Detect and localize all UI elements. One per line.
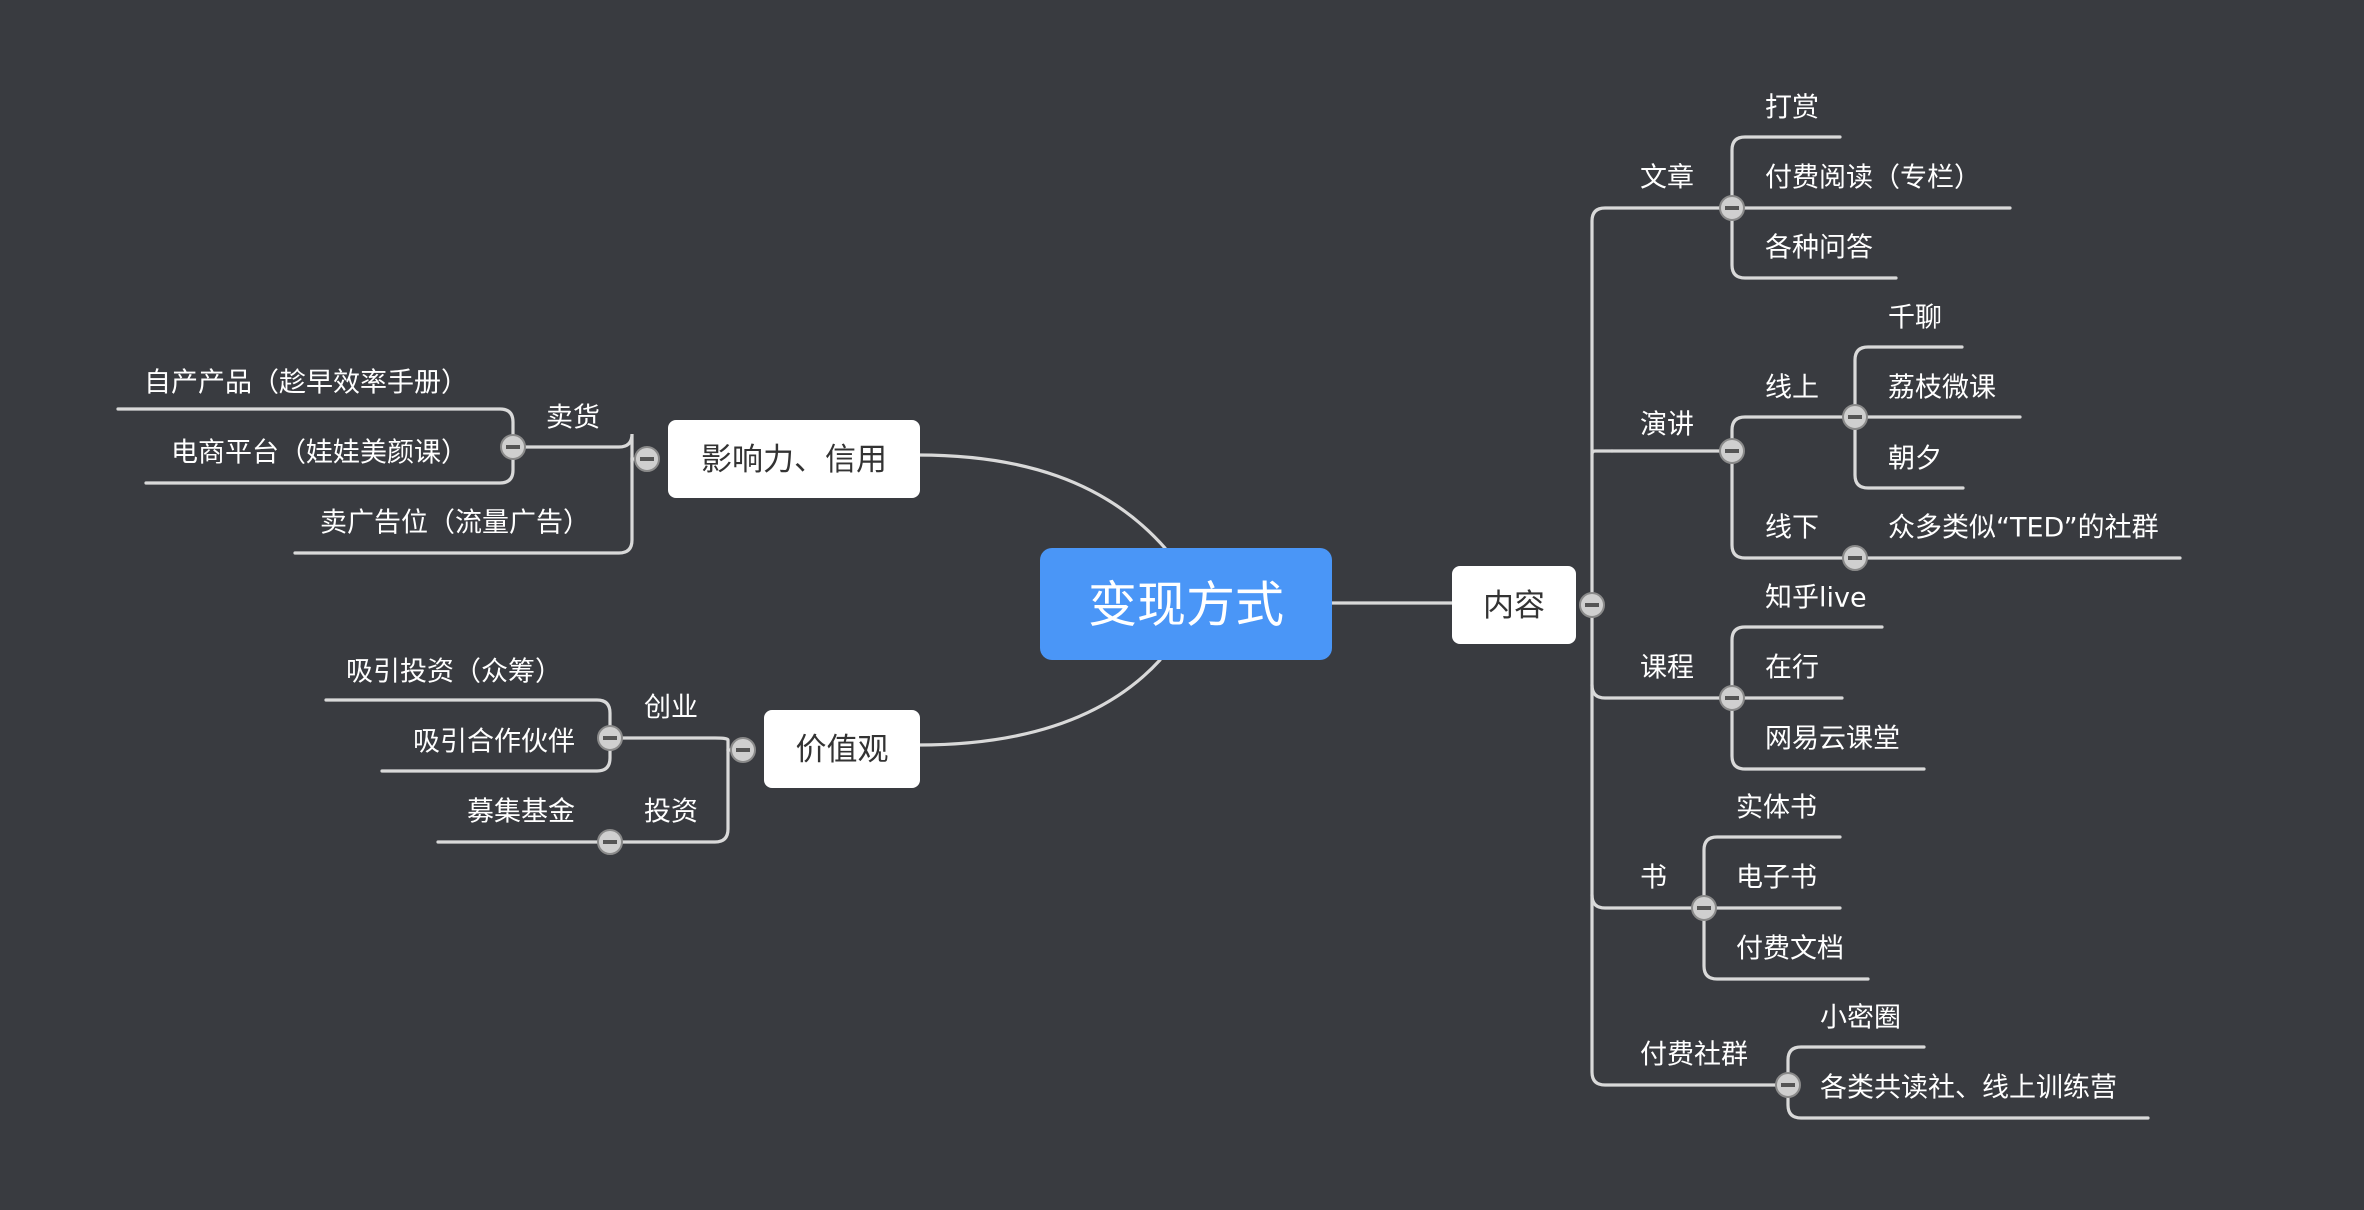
connector-online bbox=[1730, 415, 1857, 453]
central-node[interactable]: 变现方式 bbox=[1040, 548, 1332, 660]
connector-invest bbox=[608, 748, 730, 844]
leaf-ted-community[interactable]: 众多类似“TED”的社群 bbox=[1888, 513, 2159, 544]
leaf-xiaomiquan[interactable]: 小密圈 bbox=[1820, 1003, 1901, 1034]
leaf-lizhi[interactable]: 荔枝微课 bbox=[1888, 373, 1996, 404]
connector-leaf bbox=[1853, 415, 1965, 490]
connector-leaf bbox=[1786, 1083, 2150, 1120]
collapse-icon[interactable] bbox=[1719, 685, 1745, 711]
leaf-zhihu-live[interactable]: 知乎live bbox=[1765, 583, 1867, 614]
leaf-fund-raising[interactable]: 募集基金 bbox=[467, 797, 575, 828]
collapse-icon[interactable] bbox=[1719, 438, 1745, 464]
leaf-qianliao[interactable]: 千聊 bbox=[1888, 303, 1942, 334]
category-article[interactable]: 文章 bbox=[1640, 163, 1694, 194]
leaf-print-book[interactable]: 实体书 bbox=[1736, 793, 1817, 824]
collapse-icon[interactable] bbox=[1691, 895, 1717, 921]
connector-leaf bbox=[1730, 135, 1842, 210]
leaf-tip[interactable]: 打赏 bbox=[1765, 93, 1819, 124]
connector-leaf bbox=[324, 698, 612, 740]
connector-community bbox=[1590, 893, 1790, 1087]
collapse-icon[interactable] bbox=[1579, 592, 1605, 618]
connector-leaf bbox=[1786, 1045, 1926, 1087]
branch-node-label: 影响力、信用 bbox=[701, 442, 887, 478]
collapse-toggles bbox=[500, 195, 1868, 1098]
branch-node-content[interactable]: 内容 bbox=[1452, 566, 1576, 644]
collapse-icon[interactable] bbox=[1842, 545, 1868, 571]
leaf-reading-clubs[interactable]: 各类共读社、线上训练营 bbox=[1820, 1073, 2117, 1104]
connector-leaf bbox=[1730, 625, 1884, 700]
connector-leaf bbox=[1853, 345, 1964, 419]
category-course[interactable]: 课程 bbox=[1640, 653, 1694, 684]
connector-startup bbox=[608, 736, 730, 752]
branch-node-values[interactable]: 价值观 bbox=[764, 710, 920, 788]
central-node-label: 变现方式 bbox=[1088, 577, 1284, 634]
category-ad-space[interactable]: 卖广告位（流量广告） bbox=[320, 508, 590, 539]
collapse-icon[interactable] bbox=[1842, 404, 1868, 430]
leaf-crowdfunding[interactable]: 吸引投资（众筹） bbox=[346, 657, 562, 688]
leaf-paid-reading[interactable]: 付费阅读（专栏） bbox=[1765, 163, 1981, 194]
leaf-partners[interactable]: 吸引合作伙伴 bbox=[413, 727, 575, 758]
branch-node-box bbox=[668, 420, 920, 498]
leaf-qa[interactable]: 各种问答 bbox=[1765, 233, 1873, 264]
connector-ad bbox=[293, 457, 634, 555]
connector-leaf bbox=[1730, 206, 1898, 280]
collapse-icon[interactable] bbox=[597, 829, 623, 855]
connector-article bbox=[1590, 206, 1734, 605]
leaf-zhaoxi[interactable]: 朝夕 bbox=[1888, 444, 1942, 475]
sub-category-online[interactable]: 线上 bbox=[1765, 373, 1819, 404]
collapse-icon[interactable] bbox=[1775, 1072, 1801, 1098]
leaf-paid-doc[interactable]: 付费文档 bbox=[1736, 934, 1844, 965]
branch-node-label: 内容 bbox=[1483, 588, 1545, 624]
branch-node-box bbox=[764, 710, 920, 788]
collapse-icon[interactable] bbox=[500, 434, 526, 460]
connector-leaf bbox=[380, 736, 612, 773]
leaf-own-product[interactable]: 自产产品（趁早效率手册） bbox=[144, 368, 468, 399]
connector-offline bbox=[1730, 449, 1857, 560]
branch-node-box bbox=[1452, 566, 1576, 644]
category-book[interactable]: 书 bbox=[1640, 863, 1667, 894]
collapse-icon[interactable] bbox=[730, 737, 756, 763]
branch-node-label: 价值观 bbox=[796, 732, 889, 768]
connector-leaf bbox=[144, 445, 515, 485]
values-branch-labels: 创业 吸引投资（众筹） 吸引合作伙伴 投资 募集基金 bbox=[346, 657, 698, 828]
category-invest[interactable]: 投资 bbox=[644, 797, 698, 828]
collapse-icon[interactable] bbox=[1719, 195, 1745, 221]
collapse-icon[interactable] bbox=[634, 446, 660, 472]
connector-sell-goods bbox=[511, 433, 634, 461]
branch-node-influence[interactable]: 影响力、信用 bbox=[668, 420, 920, 498]
central-node-box bbox=[1040, 548, 1332, 660]
content-branch-labels: 文章 打赏 付费阅读（专栏） 各种问答 演讲 线上 千聊 荔枝微课 朝夕 线下 … bbox=[1640, 93, 2159, 1104]
connector-center-values bbox=[916, 658, 1162, 747]
category-sell-goods[interactable]: 卖货 bbox=[546, 403, 600, 434]
category-startup[interactable]: 创业 bbox=[644, 693, 698, 724]
connector-leaf bbox=[1702, 835, 1842, 910]
connector-speech-stub bbox=[1590, 449, 1614, 456]
leaf-ebook[interactable]: 电子书 bbox=[1736, 863, 1817, 894]
leaf-zaihang[interactable]: 在行 bbox=[1765, 653, 1819, 684]
leaf-ecommerce[interactable]: 电商平台（娃娃美颜课） bbox=[171, 438, 468, 469]
connector-leaf bbox=[1730, 696, 1926, 771]
connector-leaf bbox=[1702, 906, 1870, 981]
influence-branch-labels: 卖货 自产产品（趁早效率手册） 电商平台（娃娃美颜课） 卖广告位（流量广告） bbox=[144, 368, 600, 539]
sub-category-offline[interactable]: 线下 bbox=[1765, 513, 1819, 544]
leaf-netease-classroom[interactable]: 网易云课堂 bbox=[1765, 724, 1900, 755]
connector-center-influence bbox=[916, 453, 1167, 550]
collapse-icon[interactable] bbox=[597, 725, 623, 751]
connector-course bbox=[1590, 601, 1734, 700]
connector-leaf bbox=[116, 407, 515, 449]
connector-lines bbox=[116, 135, 2182, 1120]
category-paid-community[interactable]: 付费社群 bbox=[1640, 1040, 1748, 1071]
category-speech[interactable]: 演讲 bbox=[1640, 410, 1694, 441]
